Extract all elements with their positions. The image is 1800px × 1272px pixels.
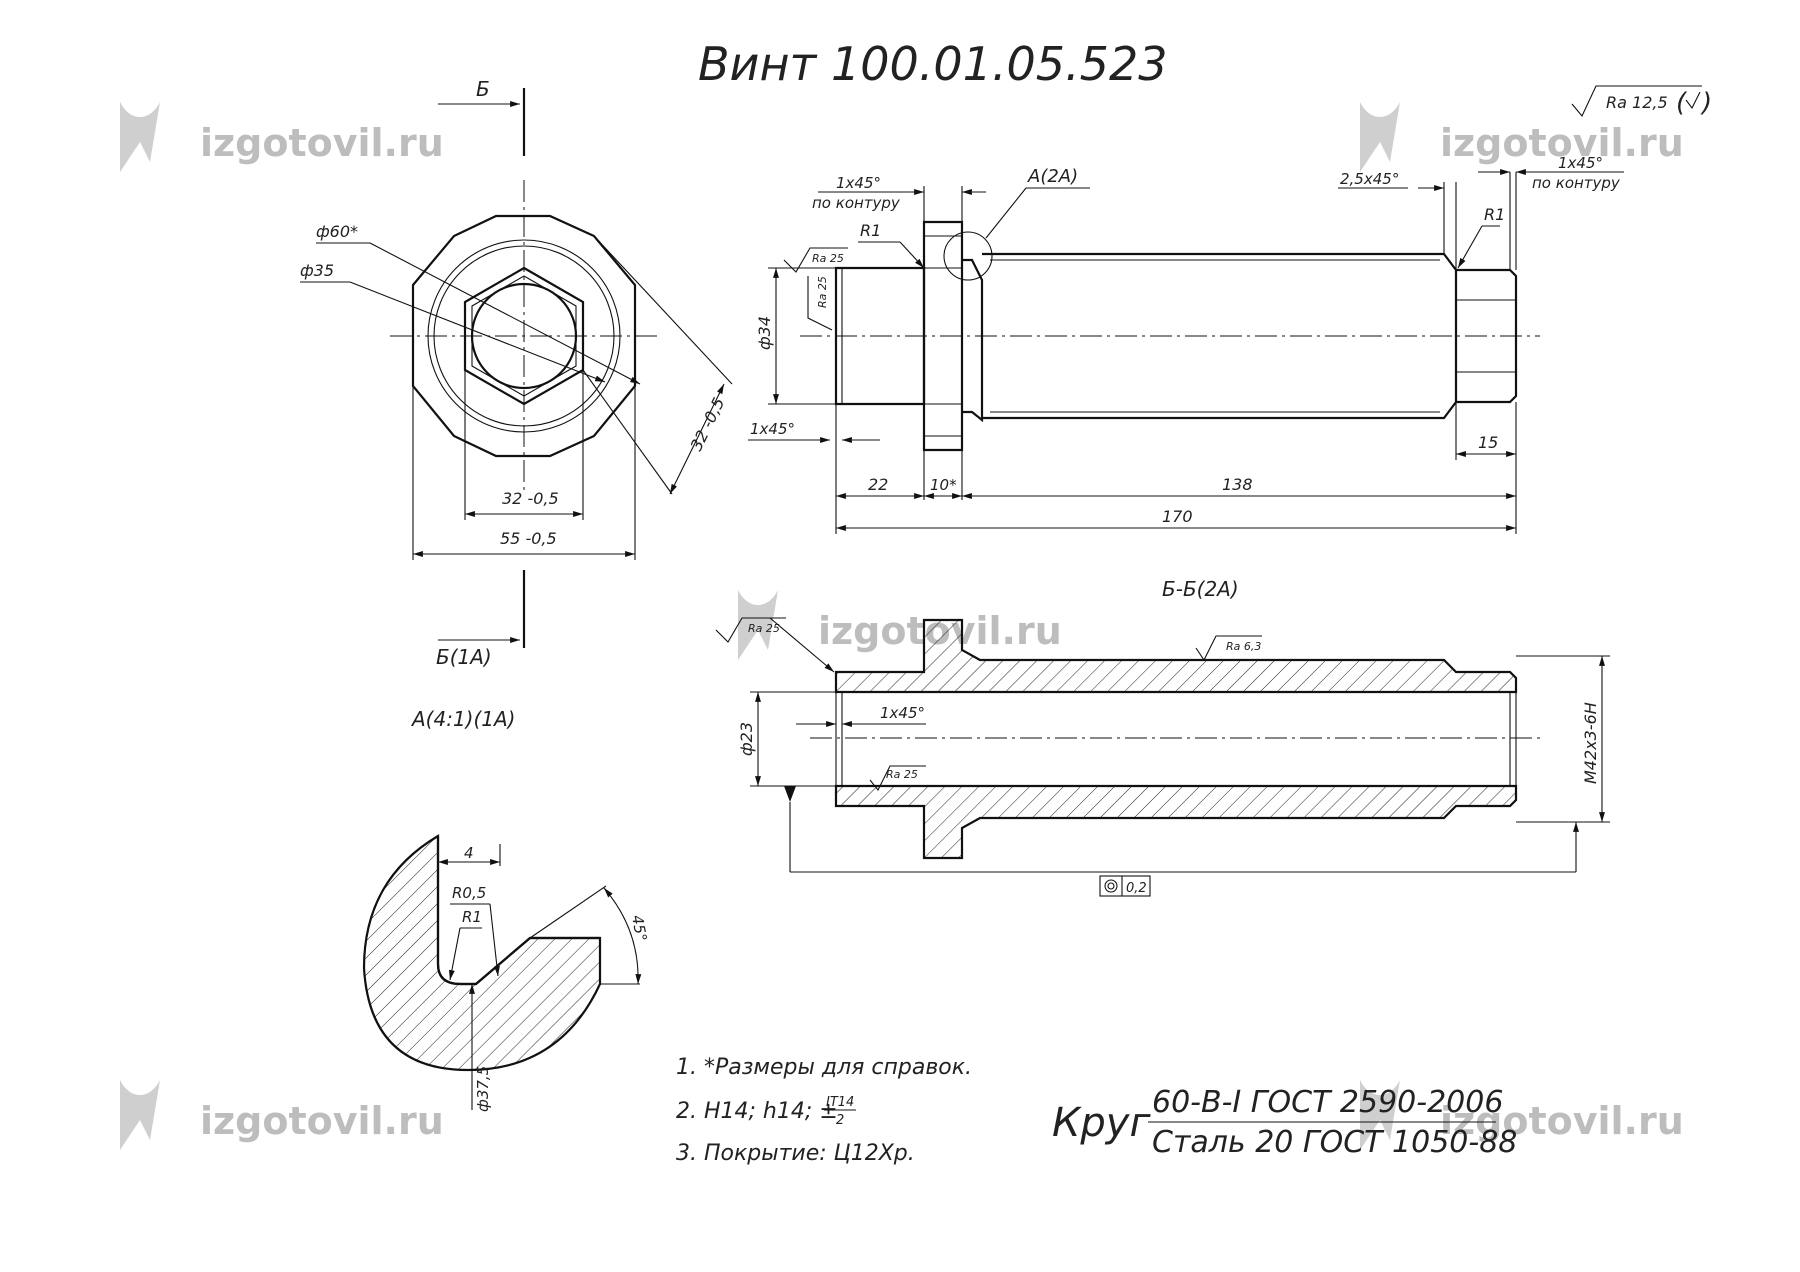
watermark-5: izgotovil.ru bbox=[1360, 1080, 1684, 1150]
dim-phi60: ф60* bbox=[316, 222, 358, 241]
detail-view: А(4:1)(1А) 4 R0,5 R1 45° ф37,5 bbox=[362, 707, 650, 1112]
watermark-4: izgotovil.ru bbox=[120, 1080, 444, 1150]
svg-text:izgotovil.ru: izgotovil.ru bbox=[200, 1099, 444, 1143]
dim-32: 32 -0,5 bbox=[502, 489, 559, 508]
material-top: 60-В-I ГОСТ 2590-2006 bbox=[1152, 1085, 1503, 1120]
dim-55: 55 -0,5 bbox=[500, 529, 557, 548]
dim-phi35: ф35 bbox=[300, 261, 334, 280]
svg-text:(: ( bbox=[1676, 88, 1688, 118]
watermark-3: izgotovil.ru bbox=[738, 590, 1062, 660]
svg-text:izgotovil.ru: izgotovil.ru bbox=[1440, 1099, 1684, 1143]
drawing-title: Винт 100.01.05.523 bbox=[698, 37, 1167, 91]
callout-a: А(2А) bbox=[1027, 166, 1078, 187]
material-prefix: Круг bbox=[1052, 1100, 1151, 1146]
detail-r05: R0,5 bbox=[452, 884, 486, 902]
chamfer-right-note: по контуру bbox=[1532, 174, 1621, 192]
side-view: А(2А) 1x45° по контуру R1 Ra 25 Ra 25 ф3… bbox=[748, 154, 1624, 534]
dim-22: 22 bbox=[868, 475, 888, 494]
detail-angle: 45° bbox=[628, 914, 650, 943]
watermark-1: izgotovil.ru bbox=[120, 102, 444, 172]
section-view: Б-Б(2А) Ra 25 Ra 6,3 Ra 25 1x45° ф23 M42… bbox=[715, 577, 1610, 897]
note-2: 2. Н14; h14; ± bbox=[676, 1099, 838, 1124]
section-mark-top: Б bbox=[476, 77, 490, 101]
thread-dim: M42x3-6H bbox=[1581, 702, 1600, 784]
ra-left: Ra 25 bbox=[748, 622, 780, 635]
hex-end-view: Б Б(1А) ф60* ф35 32 -0,5 32 -0,5 55 -0,5 bbox=[300, 77, 733, 669]
general-roughness-symbol: Ra 12,5 ( ) bbox=[1571, 85, 1712, 118]
dim-phi34: ф34 bbox=[755, 316, 774, 350]
note-2-fraction-top: IT14 bbox=[826, 1095, 854, 1110]
detail-phi37: ф37,5 bbox=[474, 1066, 492, 1112]
ra-face-2: Ra 25 bbox=[816, 276, 829, 308]
detail-r1: R1 bbox=[462, 908, 482, 926]
dim-138: 138 bbox=[1222, 475, 1253, 494]
detail-title: А(4:1)(1А) bbox=[410, 707, 516, 731]
dim-170: 170 bbox=[1162, 507, 1193, 526]
note-2-fraction-bottom: 2 bbox=[836, 1113, 844, 1128]
dim-phi23: ф23 bbox=[737, 722, 756, 756]
section-mark-bottom: Б(1А) bbox=[436, 645, 492, 669]
tolerance-value: 0,2 bbox=[1126, 881, 1147, 896]
detail-dim-4: 4 bbox=[464, 844, 474, 862]
ra-top: Ra 6,3 bbox=[1226, 640, 1261, 653]
material-bottom: Сталь 20 ГОСТ 1050-88 bbox=[1152, 1125, 1517, 1160]
note-3: 3. Покрытие: Ц12Хр. bbox=[676, 1141, 915, 1166]
watermark-2: izgotovil.ru bbox=[1360, 102, 1684, 172]
chamfer-left: 1x45° bbox=[836, 174, 881, 192]
radius-left: R1 bbox=[860, 221, 881, 240]
dim-32-diag: 32 -0,5 bbox=[687, 394, 729, 453]
chamfer-right: 1x45° bbox=[1558, 154, 1603, 172]
chamfer-bottom: 1x45° bbox=[750, 420, 795, 438]
svg-text:): ) bbox=[1700, 88, 1712, 118]
svg-text:Ra 12,5: Ra 12,5 bbox=[1606, 93, 1668, 112]
svg-text:izgotovil.ru: izgotovil.ru bbox=[1440, 121, 1684, 165]
dim-15: 15 bbox=[1478, 433, 1498, 452]
dim-10: 10* bbox=[930, 476, 957, 494]
ra-bore: Ra 25 bbox=[886, 768, 918, 781]
notes: 1. *Размеры для справок. 2. Н14; h14; ± … bbox=[676, 1055, 972, 1166]
material: Круг 60-В-I ГОСТ 2590-2006 Сталь 20 ГОСТ… bbox=[1052, 1085, 1517, 1160]
svg-text:izgotovil.ru: izgotovil.ru bbox=[200, 121, 444, 165]
note-1: 1. *Размеры для справок. bbox=[676, 1055, 972, 1080]
section-title: Б-Б(2А) bbox=[1162, 577, 1239, 601]
ra-face-1: Ra 25 bbox=[812, 252, 844, 265]
chamfer-left-note: по контуру bbox=[812, 194, 901, 212]
section-chamfer: 1x45° bbox=[880, 704, 925, 722]
chamfer-mid: 2,5x45° bbox=[1340, 170, 1399, 188]
radius-right: R1 bbox=[1484, 205, 1505, 224]
